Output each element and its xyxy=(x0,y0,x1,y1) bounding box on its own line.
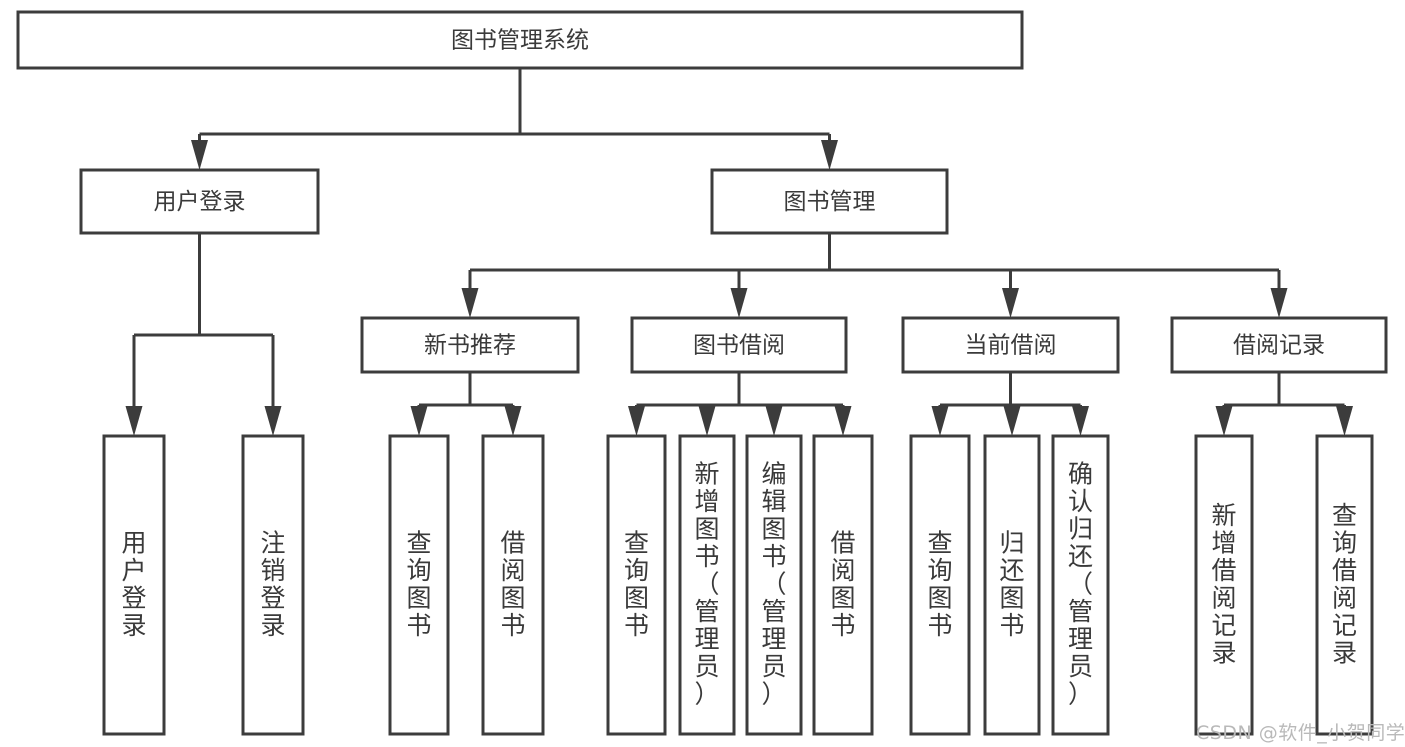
connector-group-l3_current xyxy=(931,372,1089,436)
node-root[interactable]: 图书管理系统 xyxy=(16,10,1024,70)
node-label: 借阅记录 xyxy=(1233,333,1325,359)
connector-group-l3_record xyxy=(1215,372,1353,436)
node-leaf_cur_query[interactable]: 查询图书 xyxy=(909,434,971,736)
node-label: 新书推荐 xyxy=(424,333,516,359)
connector-group-l2_book xyxy=(461,233,1288,318)
node-label: 注销登录 xyxy=(260,528,285,640)
node-label: 编辑图书（管理员） xyxy=(761,460,786,709)
connector-layer xyxy=(125,68,1353,436)
node-leaf_rec_query[interactable]: 查询借阅记录 xyxy=(1315,434,1374,736)
node-l3_newbook[interactable]: 新书推荐 xyxy=(360,316,580,374)
node-label: 图书管理 xyxy=(784,189,876,215)
node-leaf_bor_edit[interactable]: 编辑图书（管理员） xyxy=(745,434,803,736)
node-l3_record[interactable]: 借阅记录 xyxy=(1170,316,1388,374)
connector-group-l3_newbook xyxy=(410,372,522,436)
node-label: 借阅图书 xyxy=(830,528,855,640)
node-label: 图书管理系统 xyxy=(451,28,589,54)
node-label: 查询图书 xyxy=(406,528,431,640)
node-label: 归还图书 xyxy=(999,528,1024,640)
node-leaf_user_logout[interactable]: 注销登录 xyxy=(241,434,305,736)
node-label: 图书借阅 xyxy=(693,333,785,359)
node-l2_book[interactable]: 图书管理 xyxy=(710,168,949,235)
node-label: 查询借阅记录 xyxy=(1332,501,1357,668)
node-label: 当前借阅 xyxy=(965,333,1057,359)
node-leaf_new_query[interactable]: 查询图书 xyxy=(388,434,450,736)
node-leaf_new_borrow[interactable]: 借阅图书 xyxy=(481,434,545,736)
node-leaf_user_login[interactable]: 用户登录 xyxy=(102,434,166,736)
node-label: 借阅图书 xyxy=(500,528,525,640)
node-label: 确认归还（管理员） xyxy=(1068,460,1093,709)
node-l2_user[interactable]: 用户登录 xyxy=(79,168,320,235)
node-leaf_rec_add[interactable]: 新增借阅记录 xyxy=(1194,434,1254,736)
connector-group-root xyxy=(191,68,838,170)
connector-group-l3_borrow xyxy=(628,372,852,436)
node-leaf_bor_lend[interactable]: 借阅图书 xyxy=(812,434,874,736)
node-leaf_bor_query[interactable]: 查询图书 xyxy=(606,434,667,736)
node-label: 查询图书 xyxy=(927,528,952,640)
node-layer: 图书管理系统用户登录图书管理新书推荐图书借阅当前借阅借阅记录用户登录注销登录查询… xyxy=(16,10,1388,736)
node-label: 新增借阅记录 xyxy=(1211,501,1236,668)
node-label: 新增图书（管理员） xyxy=(694,460,719,709)
node-leaf_cur_return[interactable]: 归还图书 xyxy=(983,434,1041,736)
node-label: 查询图书 xyxy=(624,528,649,640)
node-label: 用户登录 xyxy=(121,528,146,640)
node-l3_current[interactable]: 当前借阅 xyxy=(901,316,1120,374)
node-label: 用户登录 xyxy=(154,189,246,215)
node-leaf_cur_confirm[interactable]: 确认归还（管理员） xyxy=(1051,434,1110,736)
connector-group-l2_user xyxy=(125,233,282,436)
node-l3_borrow[interactable]: 图书借阅 xyxy=(630,316,848,374)
node-leaf_bor_add[interactable]: 新增图书（管理员） xyxy=(678,434,736,736)
